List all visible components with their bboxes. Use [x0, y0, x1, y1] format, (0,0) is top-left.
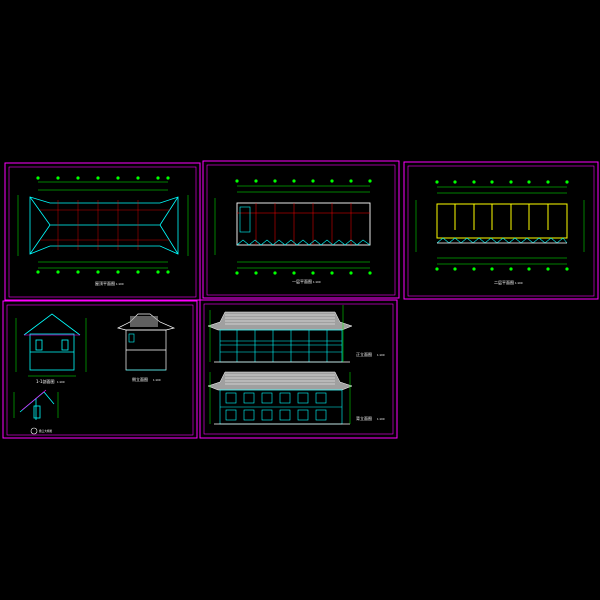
sheet-elevations: 正立面图 1:100 背立面图 1:100	[199, 299, 398, 439]
front-elevation-scale: 1:100	[377, 353, 385, 357]
eave-detail-title: 檐口大样图	[39, 429, 52, 433]
floor1-plan-scale: 1:100	[313, 280, 321, 284]
side-elevation-scale: 1:100	[153, 378, 161, 382]
floor2-plan-title: 二层平面图	[494, 279, 514, 285]
side-elevation-title: 侧立面图	[132, 376, 148, 382]
sheet-section: 1-1剖面图 1:100 侧立面图 1:100 檐口大样图	[2, 300, 198, 439]
roof-plan-title: 屋顶平面图	[95, 280, 115, 286]
section-scale: 1:100	[57, 380, 65, 384]
rear-elevation-scale: 1:100	[377, 417, 385, 421]
rear-elevation-title: 背立面图	[356, 415, 372, 421]
floor1-plan-title: 一层平面图	[292, 278, 312, 284]
sheet-floor2-plan: 二层平面图 1:100	[403, 161, 599, 300]
roof-plan-scale: 1:100	[116, 282, 124, 286]
sheet-floor1-plan: 一层平面图 1:100	[202, 160, 400, 299]
front-elevation-title: 正立面图	[356, 351, 372, 357]
sheet-roof-plan: 屋顶平面图 1:100	[4, 162, 201, 301]
floor2-plan-scale: 1:100	[515, 281, 523, 285]
section-title: 1-1剖面图	[36, 378, 55, 384]
